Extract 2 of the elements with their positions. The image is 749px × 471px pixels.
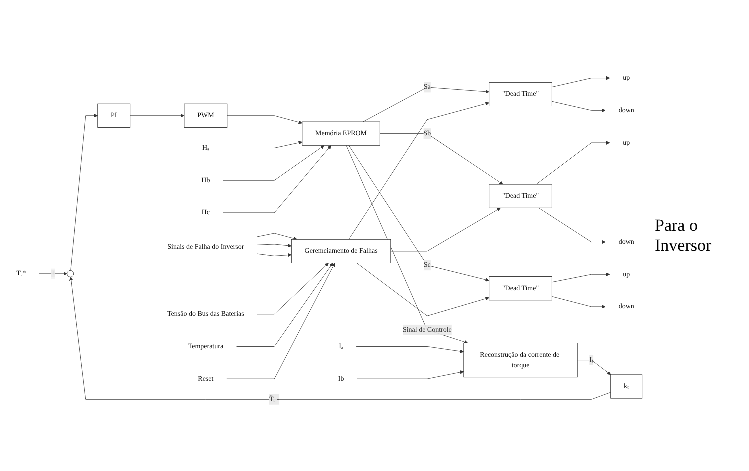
node-circle — [67, 270, 74, 278]
note-text: Para o Inversor — [655, 216, 713, 256]
